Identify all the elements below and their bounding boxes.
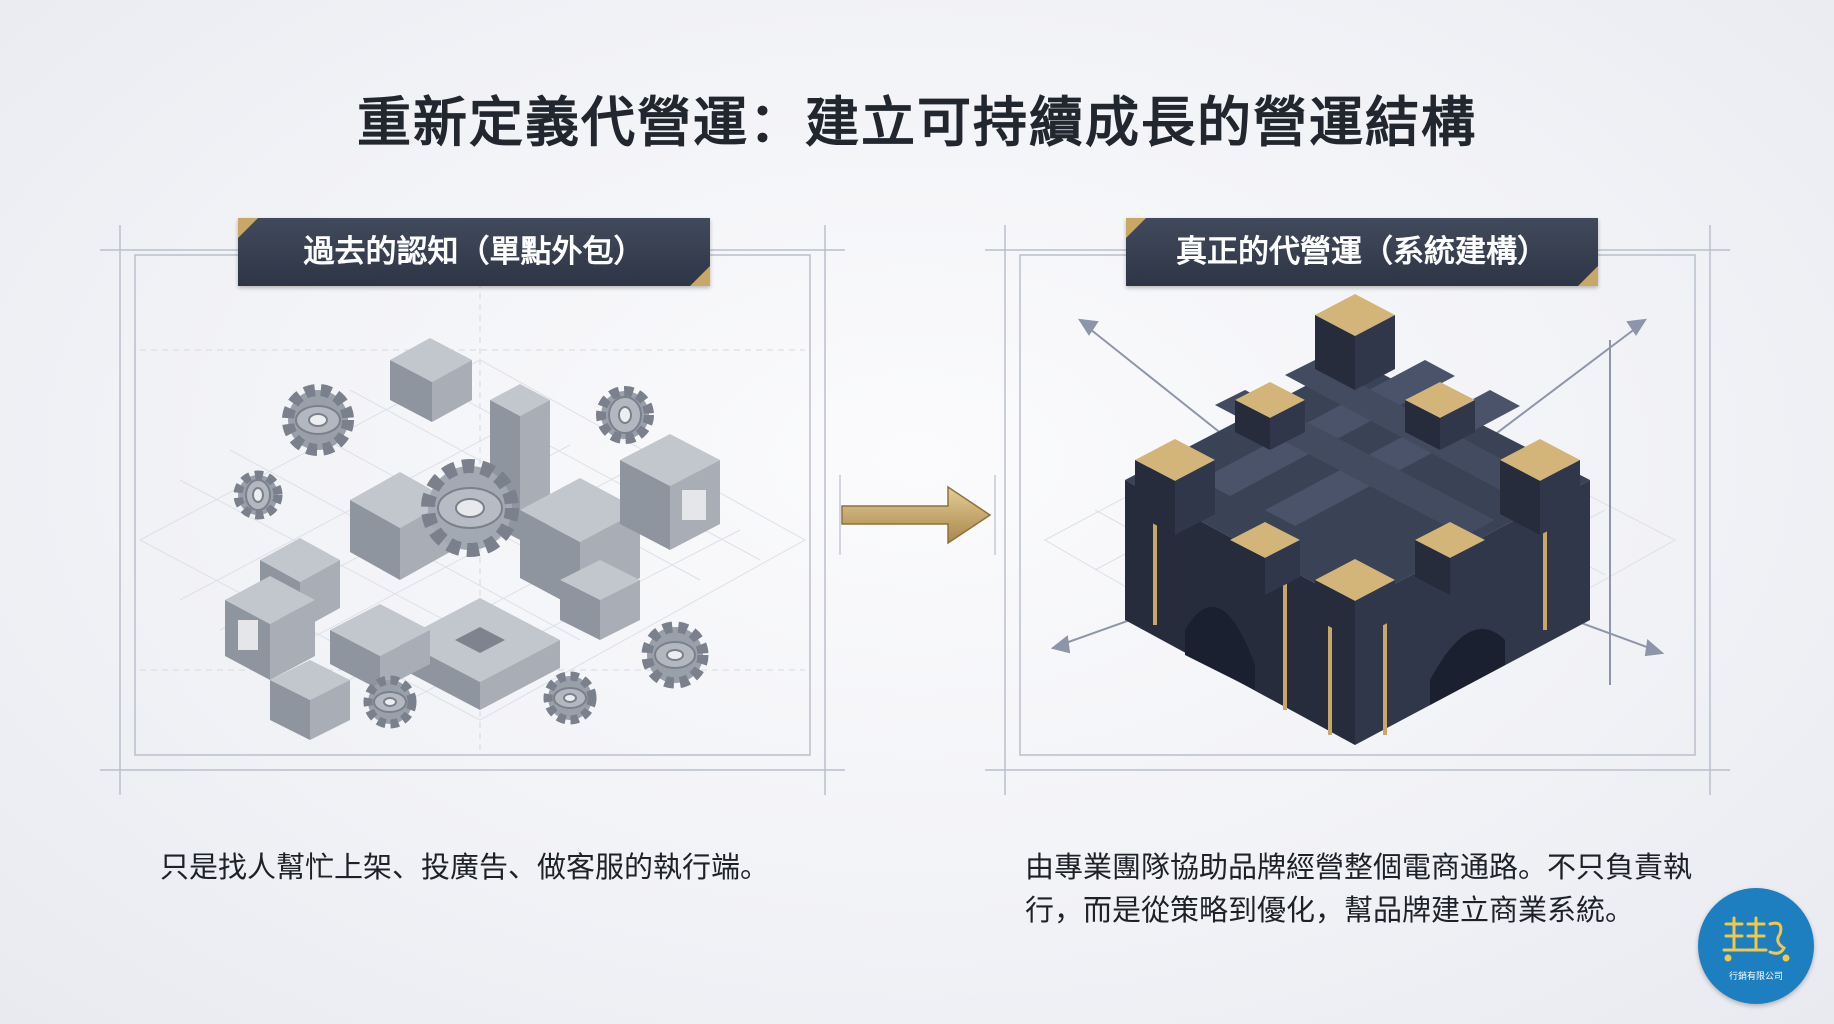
block-shape bbox=[330, 604, 430, 690]
page-title: 重新定義代營運：建立可持續成長的營運結構 bbox=[357, 91, 1477, 154]
true-operation-tag: 真正的代營運（系統建構） bbox=[1126, 218, 1598, 286]
block-shape bbox=[560, 560, 640, 640]
gold-cap-block bbox=[1415, 522, 1485, 595]
gold-cap-block bbox=[1230, 522, 1300, 595]
gear-icon bbox=[282, 384, 354, 456]
gold-cap-block bbox=[1315, 294, 1395, 390]
true-operation-caption: 由專業團隊協助品牌經營整個電商通路。不只負責執行，而是從策略到優化，幫品牌建立商… bbox=[1025, 850, 1693, 927]
company-logo: 行銷有限公司 bbox=[1698, 888, 1814, 1004]
gold-cap-block bbox=[1315, 559, 1395, 640]
gold-cap-block bbox=[1135, 439, 1215, 535]
gear-icon bbox=[641, 621, 709, 689]
integrated-system-illustration bbox=[985, 225, 1730, 795]
logo-text: 行銷有限公司 bbox=[1728, 972, 1783, 982]
gear-icon bbox=[596, 386, 654, 444]
gold-cap-block bbox=[1500, 439, 1580, 535]
block-shape bbox=[620, 434, 720, 550]
block-shape bbox=[270, 660, 350, 740]
structure-shape bbox=[1125, 360, 1590, 745]
block-shape bbox=[225, 576, 315, 680]
gear-icon bbox=[363, 675, 417, 729]
logo-mark-icon bbox=[1722, 916, 1790, 962]
gold-cap-block bbox=[1405, 382, 1475, 450]
gold-cap-block bbox=[1235, 382, 1305, 450]
gear-icon bbox=[233, 470, 283, 520]
block-shape bbox=[390, 338, 472, 422]
fragmented-blocks-illustration bbox=[100, 225, 845, 795]
gear-icon bbox=[421, 459, 519, 557]
gear-icon bbox=[543, 671, 597, 725]
past-perception-tag: 過去的認知（單點外包） bbox=[238, 218, 710, 286]
past-perception-caption: 只是找人幫忙上架、投廣告、做客服的執行端。 bbox=[160, 850, 770, 884]
arrow-right-icon bbox=[839, 475, 996, 555]
